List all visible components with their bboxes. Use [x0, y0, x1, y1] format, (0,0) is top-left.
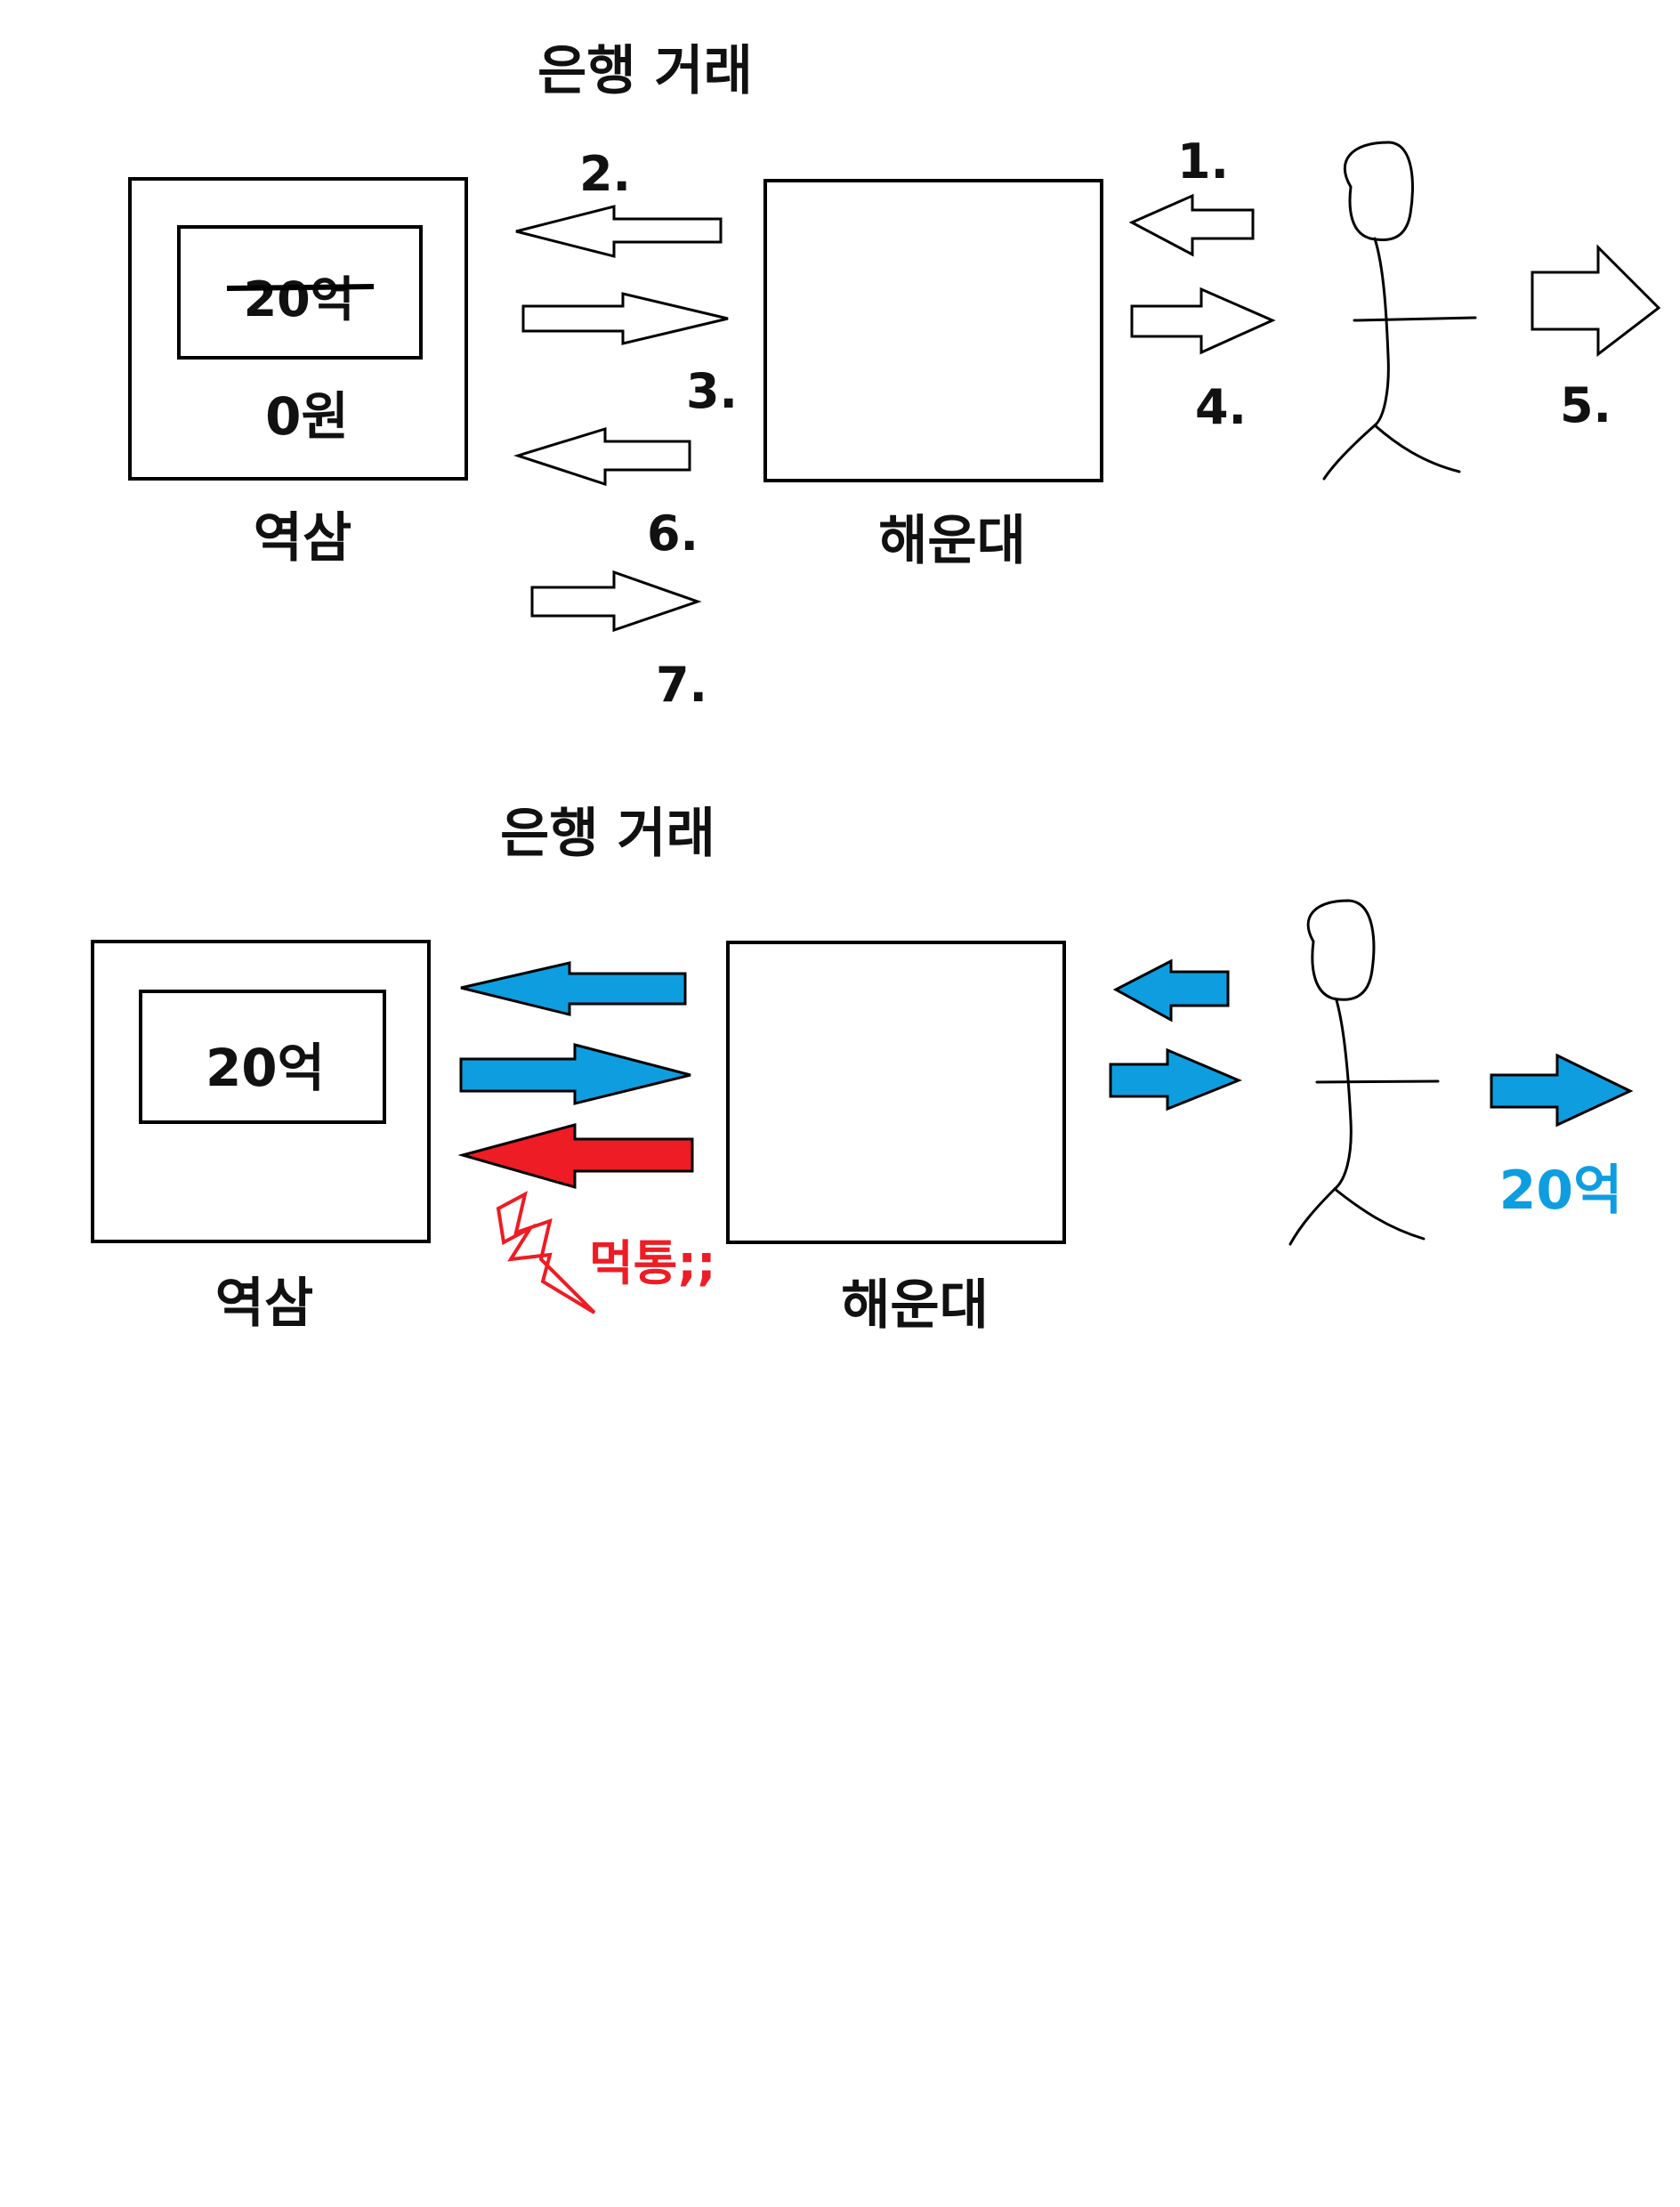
arrow-step-4 [1130, 287, 1276, 355]
step-5-label: 5. [1560, 377, 1611, 433]
step-3-label: 3. [686, 363, 738, 419]
yeoksam-bank-box [128, 177, 468, 481]
blue-arrow-request [460, 961, 687, 1016]
haeundae-label: 해운대 [878, 510, 1026, 572]
yeoksam-account-box [177, 225, 423, 360]
arrow-step-3 [521, 292, 729, 345]
diagram-2-title: 은행 거래 [500, 803, 715, 865]
struck-balance: 20억 [244, 271, 355, 327]
arrow-step-5 [1531, 244, 1661, 358]
step-6-label: 6. [647, 505, 699, 562]
red-arrow-failed [457, 1123, 694, 1189]
step-4-label: 4. [1195, 379, 1247, 435]
yeoksam-account-box-2 [139, 990, 386, 1124]
arrow-step-7 [530, 570, 702, 633]
step-7-label: 7. [656, 657, 707, 713]
diagram-1-title: 은행 거래 [537, 40, 753, 102]
payout-amount: 20억 [1499, 1160, 1623, 1222]
haeundae-bank-box-2 [726, 941, 1066, 1244]
person-figure-2 [1288, 899, 1440, 1246]
blue-arrow-customer-payout [1109, 1047, 1242, 1112]
diagram-2: 은행 거래 20억 역삼 해운대 먹통;; 20억 [91, 803, 1634, 1337]
haeundae-label-2: 해운대 [841, 1274, 989, 1337]
haeundae-bank-box [763, 179, 1103, 482]
yeoksam-label: 역삼 [254, 507, 351, 570]
arrow-step-6 [513, 426, 691, 487]
current-balance: 0원 [265, 386, 349, 447]
arrow-step-2-body [515, 205, 723, 258]
balance-2: 20억 [206, 1038, 325, 1098]
blue-arrow-exit [1490, 1053, 1634, 1128]
blue-arrow-customer-request [1112, 958, 1230, 1023]
arrow-step-1 [1128, 193, 1255, 257]
step-2-label: 2. [579, 146, 631, 202]
diagram-1: 은행 거래 20억 0원 역삼 해운대 1. 2. 3. 4. 5. 6. 7. [128, 40, 1661, 713]
strikethrough-line [226, 284, 375, 291]
blue-arrow-response [459, 1043, 691, 1105]
step-1-label: 1. [1177, 133, 1229, 190]
failure-text: 먹통;; [589, 1235, 716, 1291]
yeoksam-bank-box-2 [91, 940, 431, 1243]
yeoksam-label-2: 역삼 [215, 1273, 313, 1335]
person-figure [1322, 141, 1477, 481]
lightning-icon [496, 1191, 596, 1314]
